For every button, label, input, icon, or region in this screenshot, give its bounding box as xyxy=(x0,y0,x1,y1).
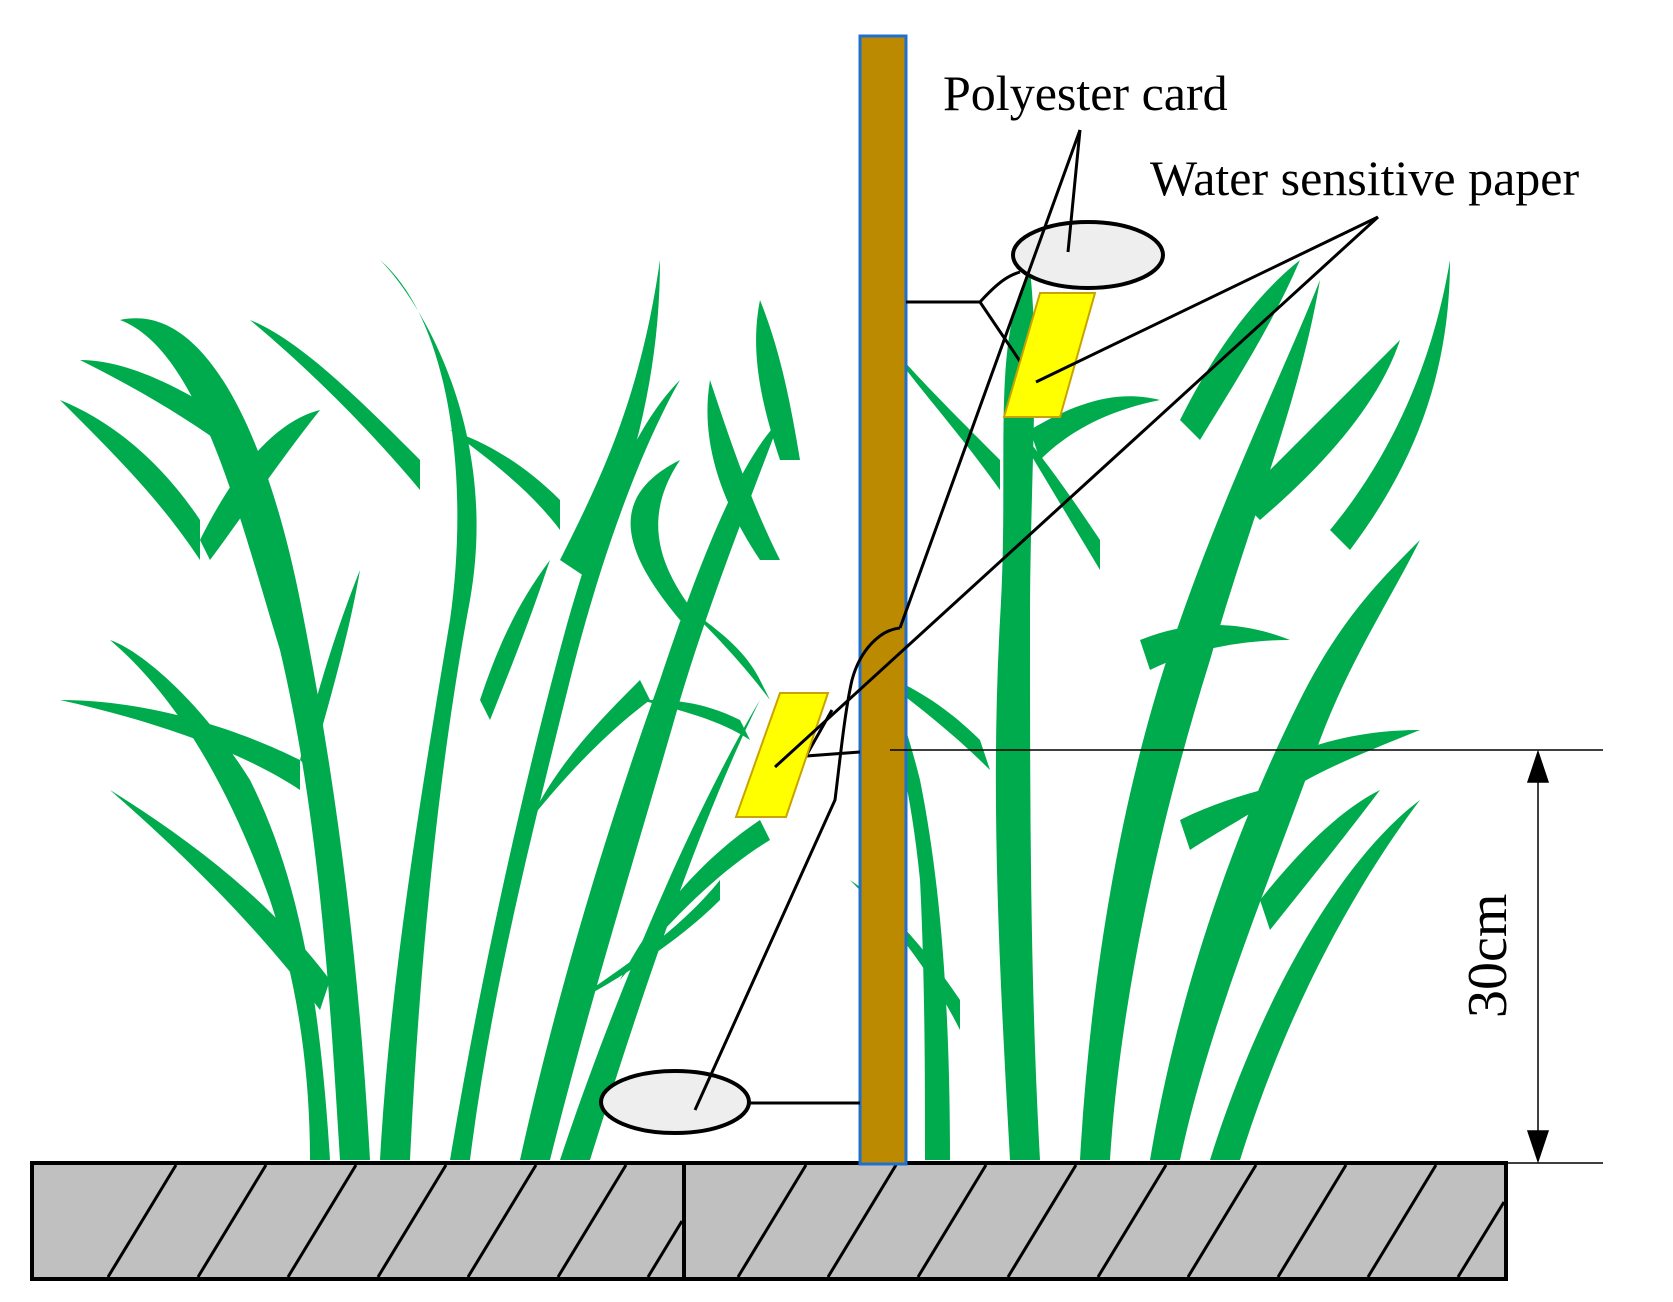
stake-pole xyxy=(858,34,908,1166)
polyester-card-upper xyxy=(1011,220,1165,290)
ground-hatching xyxy=(106,1164,1506,1278)
dimension-arrow-up-icon xyxy=(1526,749,1550,783)
height-label: 30cm xyxy=(1457,894,1519,1018)
polyester-card-lower xyxy=(599,1069,751,1135)
dimension-arrow-down-icon xyxy=(1526,1130,1550,1164)
water-sensitive-paper-upper xyxy=(1002,292,1097,418)
height-dimension xyxy=(890,749,1603,1164)
water-sensitive-paper-middle xyxy=(734,692,830,818)
upper-card-holder-line xyxy=(978,270,1021,304)
ground-right-block xyxy=(682,1161,1508,1281)
ground xyxy=(30,1161,1508,1281)
rice-plant-right xyxy=(850,260,1450,1160)
ground-left-block xyxy=(30,1161,686,1281)
rice-plant-left xyxy=(60,260,800,1160)
leader-lines xyxy=(693,129,1380,1111)
water-sensitive-paper-label: Water sensitive paper xyxy=(1150,150,1579,206)
polyester-card-label: Polyester card xyxy=(943,65,1228,121)
lower-sampler xyxy=(599,1069,860,1135)
upper-sampler xyxy=(906,220,1165,418)
